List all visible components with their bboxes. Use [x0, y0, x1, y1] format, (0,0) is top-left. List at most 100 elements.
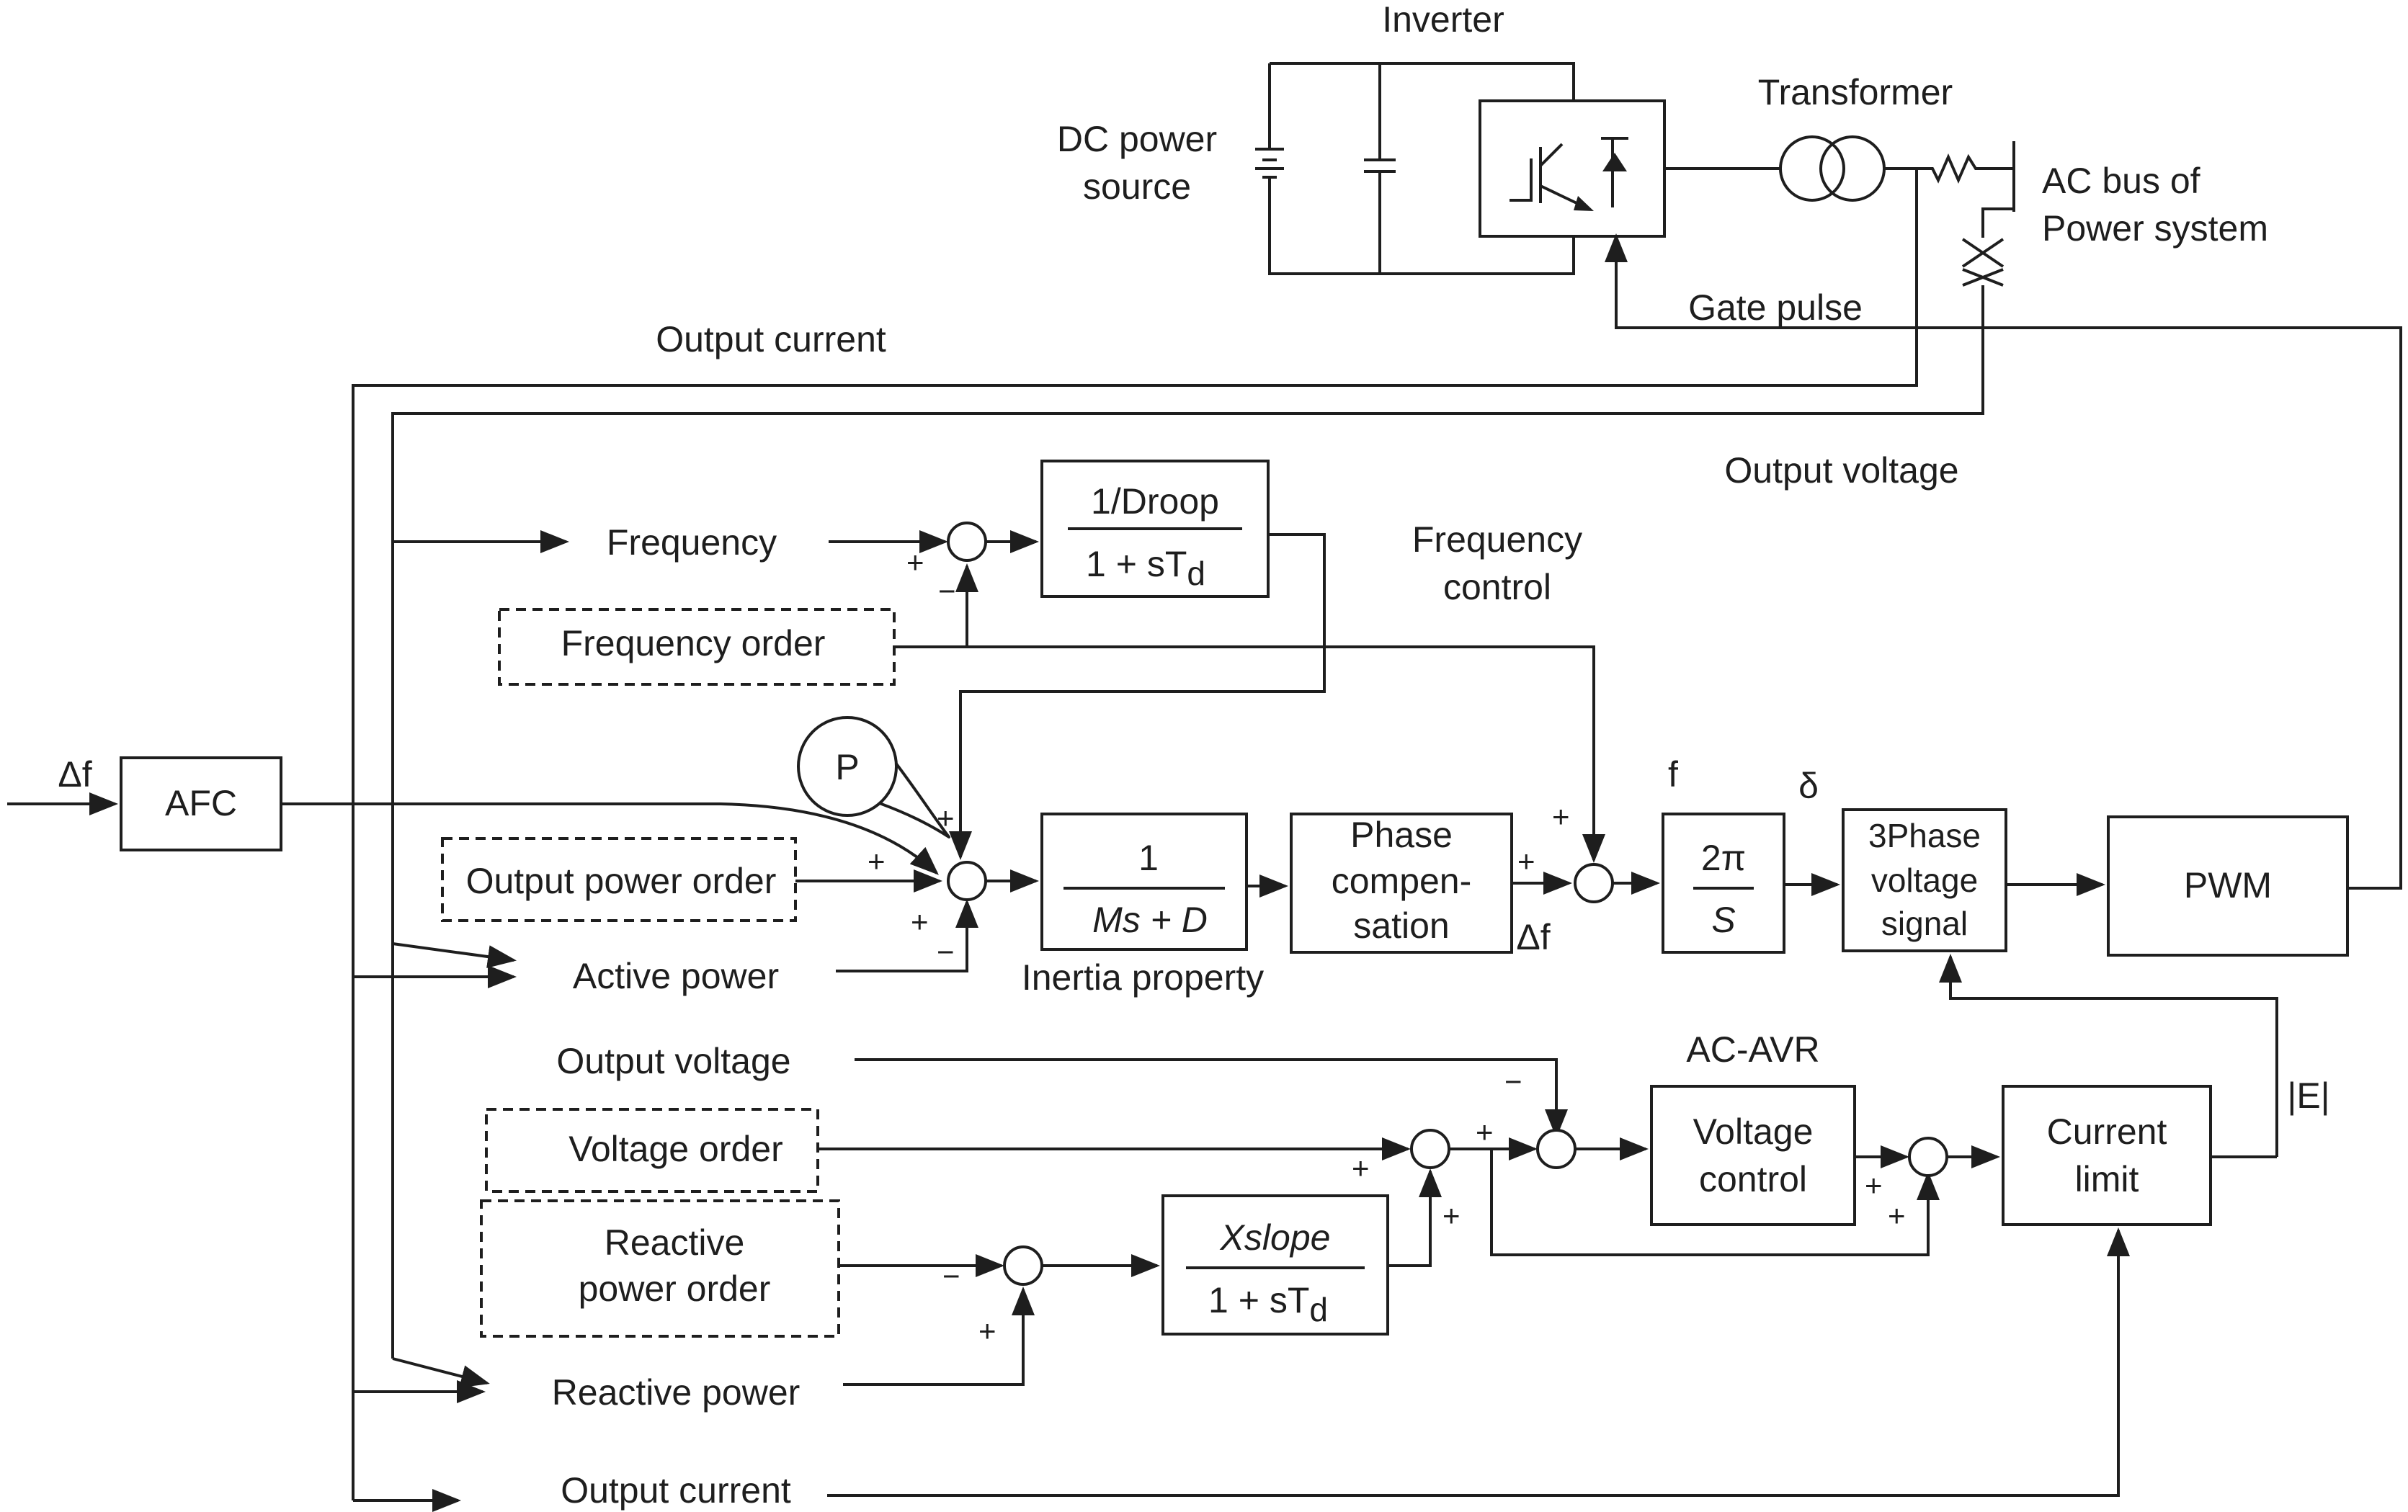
- current-limit-line1: Current: [2047, 1111, 2167, 1152]
- voltage-control-line2: control: [1699, 1159, 1807, 1199]
- reactive-sum-minus: −: [942, 1259, 960, 1293]
- gate-pulse-wire: [1605, 233, 2402, 890]
- igbt-switch-icon: [1510, 137, 1628, 211]
- potential-transformer-icon: [1961, 238, 2005, 287]
- afc-box: [120, 756, 282, 851]
- inertia-sum-plus-bottom: +: [911, 905, 929, 939]
- feedback-wires: [352, 169, 2402, 1512]
- limit-sum-plus-left: +: [1865, 1168, 1883, 1202]
- dc-bus-bottom-wire: [1268, 63, 1575, 275]
- three-phase-line2: voltage: [1871, 862, 1978, 899]
- droop-denominator: 1 + sTd: [1086, 544, 1205, 592]
- e-magnitude-label: |E|: [2287, 1075, 2329, 1116]
- pwm-box: [2107, 815, 2349, 957]
- output-current-top-label: Output current: [656, 319, 886, 359]
- output-voltage-label: Output voltage: [556, 1041, 790, 1081]
- voltage-order-label: Voltage order: [568, 1129, 782, 1169]
- frequency-control-label-line2: control: [1443, 567, 1551, 607]
- avr-sum-minus: −: [1504, 1065, 1522, 1099]
- inertia-denominator: Ms + D: [1092, 900, 1208, 940]
- phase-compensation-box: [1290, 813, 1513, 954]
- reactive-power-order-line2: power order: [579, 1269, 771, 1309]
- active-power-feed-arrow-a: [392, 942, 517, 968]
- voltage-sum-plus-bottom: +: [1442, 1199, 1461, 1233]
- inertia-box: [1040, 813, 1248, 951]
- transformer-label: Transformer: [1758, 72, 1953, 112]
- reactive-sum-plus: +: [978, 1314, 996, 1348]
- afc-to-sum-wire: [281, 802, 939, 875]
- power-circuit: Inverter DC power source Transformer: [656, 0, 2268, 491]
- droop-numerator: 1/Droop: [1091, 481, 1219, 522]
- voltage-sum-plus-left: +: [1352, 1151, 1370, 1185]
- frequency-order-label: Frequency order: [561, 623, 826, 663]
- frequency-control-label-line1: Frequency: [1412, 519, 1582, 560]
- inertia-section: Δf AFC P Output power order Active power…: [7, 645, 2349, 1157]
- inverter-label: Inverter: [1382, 0, 1504, 40]
- frequency-order-box: [498, 608, 896, 686]
- voltage-control-line1: Voltage: [1693, 1111, 1814, 1152]
- output-current-to-limit-wire: [827, 1227, 2130, 1497]
- inertia-sum-minus: −: [937, 935, 955, 969]
- phase-delta-f-label: Δf: [1516, 917, 1550, 957]
- inertia-numerator: 1: [1138, 838, 1159, 878]
- output-power-order-label: Output power order: [466, 861, 777, 901]
- reactive-power-order-box: [480, 1199, 840, 1338]
- limit-sum-plus-bottom: +: [1888, 1199, 1906, 1233]
- xslope-to-sum-wire: [1388, 1168, 1442, 1267]
- output-current-feedback-wire: [352, 169, 1918, 1500]
- voltage-summing-junction: [1410, 1129, 1450, 1169]
- ac-avr-label: AC-AVR: [1686, 1029, 1819, 1070]
- e-magnitude-wire: [1939, 954, 2278, 1157]
- limit-summing-junction: [1908, 1137, 1948, 1177]
- avr-sum-plus: +: [1476, 1115, 1494, 1149]
- dc-source-label-line1: DC power: [1057, 119, 1217, 159]
- output-voltage-top-label: Output voltage: [1724, 450, 1958, 491]
- voltage-control-box: [1650, 1085, 1856, 1226]
- integrator-numerator: 2π: [1701, 838, 1746, 878]
- f-label: f: [1668, 754, 1678, 795]
- active-power-to-sum-wire: [836, 899, 978, 972]
- frequency-control-wire: [894, 645, 1605, 863]
- output-power-order-box: [441, 837, 797, 922]
- feedforward-wire: [1490, 1149, 1940, 1256]
- inertia-sum-plus-left: +: [868, 844, 886, 878]
- capacitor-icon: [1364, 63, 1396, 274]
- current-limit-box: [2002, 1085, 2212, 1226]
- inertia-summing-junction: [947, 861, 987, 901]
- reactive-power-label: Reactive power: [552, 1372, 801, 1413]
- integrator-denominator: S: [1711, 900, 1735, 940]
- p-callout-mask: [842, 728, 875, 794]
- inverter-box: [1479, 99, 1666, 238]
- xslope-numerator: Xslope: [1220, 1217, 1331, 1258]
- phase-compensation-line1: Phase: [1350, 815, 1453, 855]
- output-voltage-feedback-wire: [391, 285, 1984, 1359]
- p-callout-label: P: [835, 747, 859, 787]
- phase-compensation-line2: compen-: [1332, 861, 1472, 901]
- delta-f-input-label: Δf: [58, 754, 92, 795]
- afc-label: AFC: [165, 783, 237, 823]
- frequency-label: Frequency: [607, 522, 777, 563]
- output-current-label: Output current: [561, 1470, 791, 1511]
- droop-output-wire: [949, 533, 1326, 860]
- three-phase-signal-box: [1842, 808, 2007, 952]
- reactive-summing-junction: [1003, 1245, 1043, 1286]
- output-voltage-to-avr-sum-wire: [855, 1058, 1568, 1138]
- reactive-power-order-line1: Reactive: [605, 1222, 745, 1263]
- current-limit-line2: limit: [2075, 1159, 2139, 1199]
- active-power-label: Active power: [573, 956, 779, 996]
- current-transformer-icon: [1925, 153, 2014, 184]
- reactive-power-feed-arrow-a: [392, 1357, 490, 1388]
- three-phase-line1: 3Phase: [1868, 817, 1981, 854]
- phase-compensation-line3: sation: [1353, 905, 1449, 946]
- dc-source-label-line2: source: [1083, 166, 1191, 207]
- ac-bus-label-line2: Power system: [2042, 208, 2268, 249]
- avr-summing-junction: [1536, 1129, 1577, 1169]
- reactive-power-to-sum-wire: [843, 1287, 1035, 1386]
- voltage-order-box: [485, 1108, 819, 1193]
- delta-angle-label: δ: [1798, 766, 1819, 806]
- droop-summing-junction: [947, 522, 987, 562]
- droop-sum-minus: −: [938, 574, 956, 608]
- three-phase-line3: signal: [1881, 905, 1968, 942]
- frequency-control-section: Frequency + − Frequency order 1/Droop 1 …: [498, 460, 1582, 860]
